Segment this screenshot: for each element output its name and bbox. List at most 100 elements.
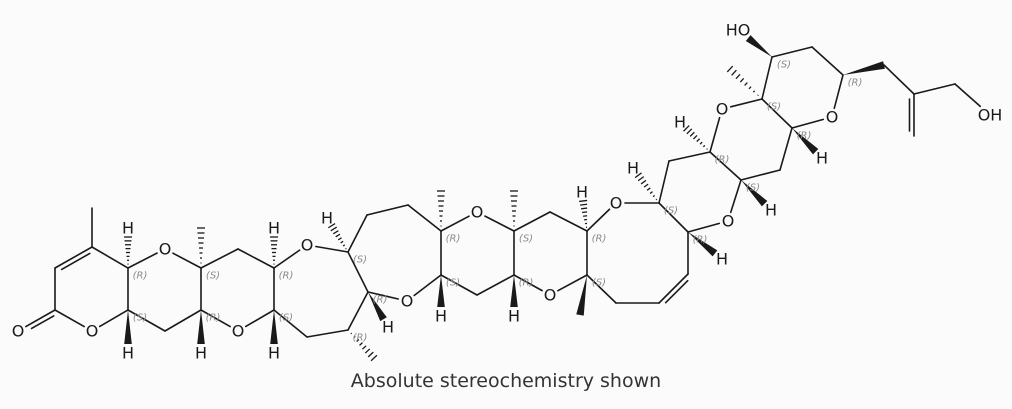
bond-hash-segment bbox=[655, 198, 658, 201]
stereochemistry-caption: Absolute stereochemistry shown bbox=[350, 370, 662, 392]
stereo-descriptor: (R) bbox=[592, 234, 607, 245]
stereo-descriptor: (R) bbox=[446, 234, 461, 245]
bond-hash-segment bbox=[370, 354, 378, 362]
atom-label-o: O bbox=[86, 322, 99, 341]
bond-double bbox=[25, 309, 56, 328]
bond-hash-segment bbox=[367, 351, 374, 358]
stereo-descriptor: (S) bbox=[206, 271, 220, 282]
bond-wedge bbox=[745, 35, 772, 57]
atom-label-h: H bbox=[816, 149, 828, 168]
bond-hash-segment bbox=[361, 345, 367, 350]
stereo-descriptor: (R) bbox=[353, 333, 368, 344]
bond-hash-segment bbox=[649, 191, 653, 195]
atom-label-h: H bbox=[321, 209, 333, 228]
atom-label-h: H bbox=[674, 113, 686, 132]
bond-hash-segment bbox=[345, 247, 347, 250]
bond-hash-segment bbox=[686, 128, 693, 135]
bond-single bbox=[91, 246, 129, 269]
bond-wedge bbox=[741, 180, 768, 207]
bond-wedge bbox=[688, 232, 718, 257]
bond-single bbox=[367, 291, 400, 300]
bond-single bbox=[771, 46, 813, 58]
stereo-descriptor: (S) bbox=[353, 255, 367, 266]
bond-single bbox=[347, 214, 368, 253]
bond-hash-segment bbox=[353, 335, 356, 339]
bond-single bbox=[811, 46, 844, 76]
bond-single bbox=[172, 252, 202, 269]
bond-hash-segment bbox=[702, 144, 706, 148]
bond-single bbox=[586, 274, 617, 304]
atom-label-h: H bbox=[268, 344, 280, 363]
atom-label-o: O bbox=[544, 286, 557, 305]
bond-hash-segment bbox=[634, 172, 642, 179]
atom-label-h: H bbox=[508, 307, 520, 326]
bond-hash-segment bbox=[731, 69, 737, 76]
bond-single bbox=[407, 204, 442, 232]
bond-hash-segment bbox=[579, 199, 588, 203]
stereo-descriptor: (R) bbox=[797, 131, 812, 142]
bond-hash-segment bbox=[646, 187, 651, 191]
bond-single bbox=[366, 204, 409, 216]
stereo-descriptor: (S) bbox=[767, 102, 781, 113]
atom-label-o: O bbox=[826, 108, 839, 127]
stereo-descriptor: (S) bbox=[592, 278, 606, 289]
bond-single bbox=[668, 151, 711, 162]
bond-wedge bbox=[124, 310, 132, 344]
atom-label-o: O bbox=[401, 292, 414, 311]
atom-label-h: H bbox=[435, 307, 447, 326]
bond-hash-segment bbox=[640, 179, 647, 185]
bond-hash-segment bbox=[699, 141, 703, 145]
bond-single bbox=[761, 98, 793, 129]
stereo-descriptor: (R) bbox=[715, 155, 730, 166]
bond-single bbox=[200, 248, 239, 269]
bond-single bbox=[127, 309, 166, 332]
bond-single bbox=[761, 56, 773, 100]
bond-single bbox=[54, 309, 85, 328]
stereo-descriptor: (R) bbox=[373, 295, 388, 306]
bond-single bbox=[484, 215, 515, 232]
bond-single bbox=[779, 127, 793, 171]
bond-single bbox=[237, 248, 275, 269]
bond-hash-segment bbox=[637, 176, 645, 182]
stereo-descriptor: (R) bbox=[848, 78, 863, 89]
bond-single bbox=[244, 309, 275, 328]
bond-double bbox=[54, 246, 93, 269]
bond-single bbox=[729, 179, 742, 214]
atom-label-o: O bbox=[471, 203, 484, 222]
bond-single bbox=[413, 274, 442, 297]
bond-hash-segment bbox=[350, 332, 353, 335]
bond-hash-segment bbox=[581, 207, 588, 210]
bond-hash-segment bbox=[706, 148, 708, 150]
bond-single bbox=[440, 215, 470, 232]
atom-label-h: H bbox=[765, 201, 777, 220]
bond-single bbox=[740, 169, 781, 181]
bond-hash-segment bbox=[696, 138, 701, 143]
atom-label-h: H bbox=[122, 219, 134, 238]
bond-single bbox=[315, 245, 349, 253]
bond-single bbox=[200, 309, 231, 328]
stereo-descriptor: (R) bbox=[206, 313, 221, 324]
bond-single bbox=[709, 151, 742, 181]
bond-single bbox=[729, 98, 763, 108]
bond-single bbox=[98, 309, 129, 328]
bond-single bbox=[347, 251, 369, 293]
bond-hash-segment bbox=[580, 203, 588, 206]
atom-label-o: O bbox=[301, 236, 314, 255]
stereo-descriptors-layer: (R)(S)(S)(R)(R)(S)(S)(R)(R)(R)(S)(S)(R)(… bbox=[133, 60, 863, 344]
atom-label-h: H bbox=[122, 344, 134, 363]
bond-hash-segment bbox=[693, 135, 698, 140]
atom-label-h: H bbox=[627, 159, 639, 178]
bond-hash-segment bbox=[340, 240, 344, 244]
bond-hash-segment bbox=[337, 237, 342, 241]
stereo-descriptor: (S) bbox=[519, 234, 533, 245]
bond-single bbox=[709, 116, 721, 153]
bond-hash-segment bbox=[735, 73, 741, 80]
bond-single bbox=[347, 291, 369, 331]
bond-wedge bbox=[843, 61, 885, 75]
bond-single bbox=[658, 202, 689, 233]
bond-double-inner bbox=[664, 279, 689, 304]
bond-hash-segment bbox=[583, 215, 588, 217]
stereo-descriptor: (R) bbox=[519, 278, 534, 289]
bond-hash-segment bbox=[739, 77, 745, 83]
